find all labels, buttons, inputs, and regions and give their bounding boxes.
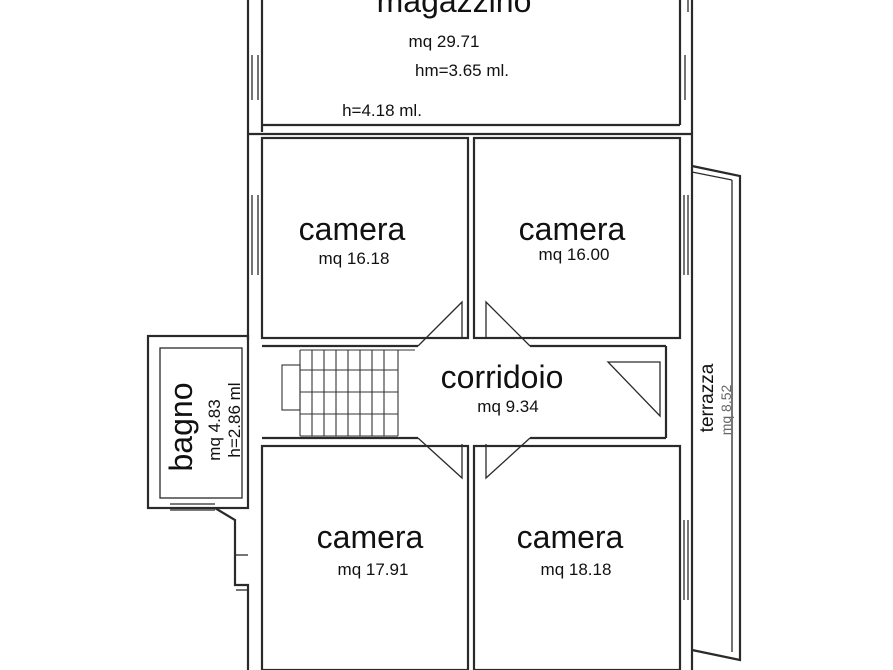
magazzino-h: h=4.18 ml. bbox=[342, 101, 422, 120]
bagno-area: mq 4.83 bbox=[205, 399, 224, 460]
lower-bedroom-walls bbox=[260, 444, 689, 670]
magazzino-area: mq 29.71 bbox=[409, 32, 480, 51]
camera-bottom-right-label: camera bbox=[517, 519, 624, 555]
terrazza-area: mq 8.52 bbox=[718, 384, 734, 435]
corridoio-area: mq 9.34 bbox=[477, 397, 538, 416]
terrace-walls bbox=[691, 164, 742, 662]
outer-walls bbox=[246, 0, 694, 670]
magazzino-label: magazzino bbox=[377, 0, 532, 19]
corridor-walls bbox=[262, 300, 668, 480]
camera-top-left-label: camera bbox=[299, 211, 406, 247]
bagno-label: bagno bbox=[163, 383, 199, 472]
bagno-height: h=2.86 ml bbox=[225, 382, 244, 457]
terrazza-label: terrazza bbox=[697, 363, 718, 432]
camera-bottom-left-area: mq 17.91 bbox=[338, 560, 409, 579]
camera-top-left-area: mq 16.18 bbox=[319, 249, 390, 268]
upper-bedroom-walls bbox=[251, 136, 689, 340]
camera-top-right-area: mq 16.00 bbox=[539, 245, 610, 264]
magazzino-hm: hm=3.65 ml. bbox=[415, 61, 509, 80]
camera-bottom-left-label: camera bbox=[317, 519, 424, 555]
stair-steps bbox=[300, 350, 398, 436]
bathroom-walls bbox=[146, 334, 250, 670]
camera-top-right-label: camera bbox=[519, 211, 626, 247]
camera-bottom-right-area: mq 18.18 bbox=[541, 560, 612, 579]
corridoio-label: corridoio bbox=[441, 359, 564, 395]
